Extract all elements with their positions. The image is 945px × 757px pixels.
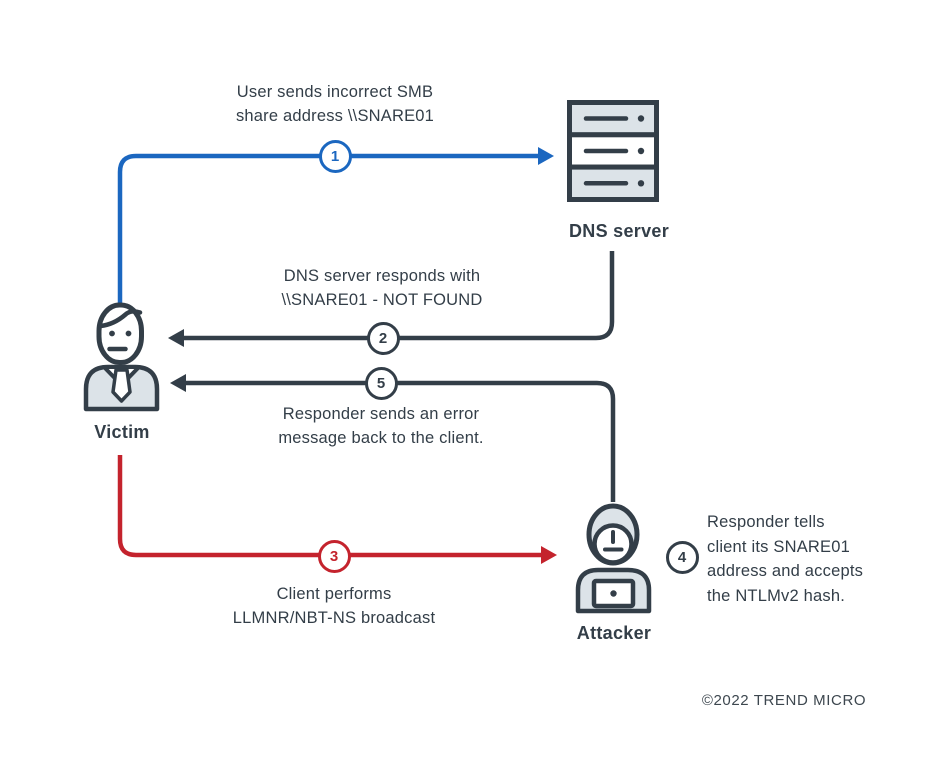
arrow-step1 xyxy=(117,147,554,304)
step-5-text: Responder sends an error message back to… xyxy=(278,403,483,450)
step-5-line-2: message back to the client. xyxy=(278,428,484,447)
arrow-step2 xyxy=(168,251,615,347)
step-4-line-4: the NTLMv2 hash. xyxy=(707,586,846,605)
step-1-text: User sends incorrect SMB share address \… xyxy=(236,81,434,128)
step-4-text: Responder tells client its SNARE01 addre… xyxy=(707,510,863,608)
arrow-step5-head xyxy=(170,374,186,392)
step-2-badge: 2 xyxy=(366,321,400,355)
step-1-badge: 1 xyxy=(318,139,352,173)
step-5-line-1: Responder sends an error xyxy=(282,405,480,423)
person-icon xyxy=(83,302,160,412)
hooded-hacker-icon xyxy=(575,503,652,614)
step-1-line-2: share address \\SNARE01 xyxy=(235,106,435,125)
arrow-step5 xyxy=(170,374,616,502)
step-2-line-2: \\SNARE01 - NOT FOUND xyxy=(281,290,483,309)
arrow-step3 xyxy=(117,455,557,564)
step-1-line-1: User sends incorrect SMB xyxy=(236,83,434,101)
step-3-line-1: Client performs xyxy=(276,585,392,603)
attacker-label: Attacker xyxy=(576,623,652,643)
arrow-step1-head xyxy=(538,147,554,165)
victim-label: Victim xyxy=(94,422,150,442)
step-4-line-1: Responder tells xyxy=(707,513,825,531)
arrow-step3-line xyxy=(117,455,541,558)
step-4-line-2: client its SNARE01 xyxy=(707,537,850,556)
step-4-badge: 4 xyxy=(665,540,699,574)
step-2-text: DNS server responds with \\SNARE01 - NOT… xyxy=(281,265,482,312)
step-2-line-1: DNS server responds with xyxy=(283,267,481,285)
arrow-step3-head xyxy=(541,546,557,564)
step-5-badge: 5 xyxy=(364,366,398,400)
step-3-text: Client performs LLMNR/NBT-NS broadcast xyxy=(233,583,435,630)
arrow-step5-line xyxy=(186,380,616,502)
step-3-badge: 3 xyxy=(317,539,351,573)
step-3-line-2: LLMNR/NBT-NS broadcast xyxy=(232,608,436,627)
server-icon xyxy=(567,100,659,203)
arrow-step1-line xyxy=(117,153,538,304)
dns-server-label: DNS server xyxy=(568,221,670,241)
step-4-line-3: address and accepts xyxy=(707,562,864,580)
copyright-text: ©2022 TREND MICRO xyxy=(701,692,867,709)
arrow-step2-head xyxy=(168,329,184,347)
arrow-step2-line xyxy=(184,251,615,341)
